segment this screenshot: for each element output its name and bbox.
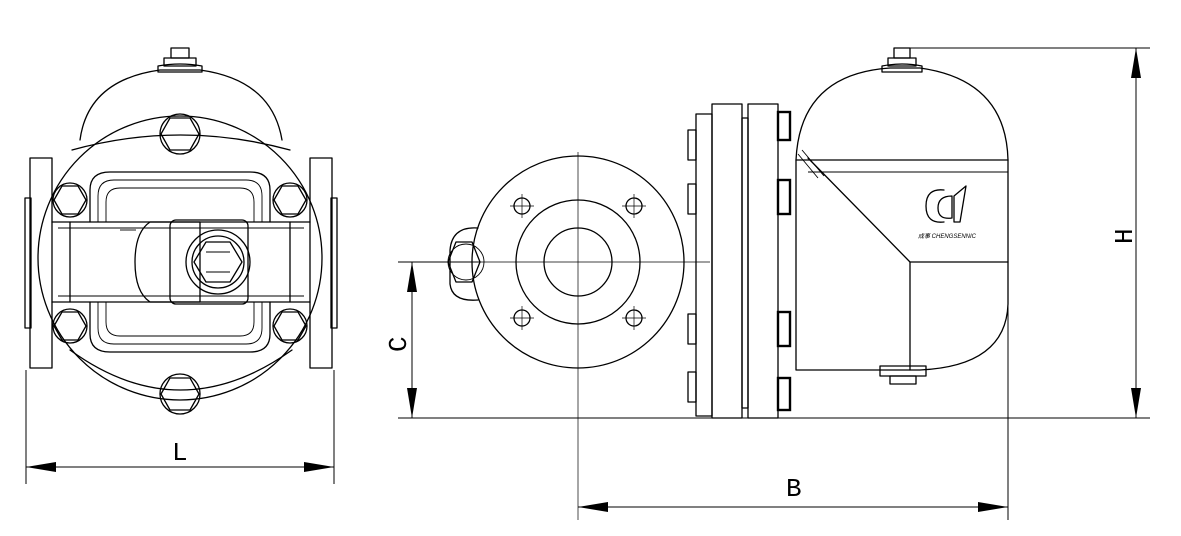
dimension-H: H <box>910 47 1150 418</box>
front-view: L <box>24 47 338 484</box>
front-flange-left <box>24 157 53 369</box>
front-side-bolts <box>52 182 308 344</box>
front-body-circle <box>37 115 323 401</box>
front-cover-dome <box>79 69 283 141</box>
brand-logo-text: 成事 CHENGSENNIC <box>918 232 977 240</box>
dimension-H-label: H <box>1110 228 1140 244</box>
dimension-C-label: C <box>384 336 414 352</box>
front-cage-frames <box>89 171 271 353</box>
side-bottom-bolt <box>879 365 927 385</box>
dimension-C: C <box>384 261 1150 419</box>
front-hex-bolt-top <box>159 113 201 155</box>
brand-logo: 成事 CHENGSENNIC <box>918 185 977 240</box>
dimension-B: B <box>578 304 1009 520</box>
front-body-pipe <box>51 221 311 303</box>
dimension-L-label: L <box>172 438 188 468</box>
front-central-boss <box>120 219 251 305</box>
dimension-B-label: B <box>786 474 802 504</box>
side-flange-plates <box>687 103 792 419</box>
front-flange-right <box>309 157 338 369</box>
side-view: 成事 CHENGSENNIC C B H <box>384 47 1150 520</box>
side-flange-bolt-holes <box>510 194 646 330</box>
front-hex-bolt-bottom <box>159 373 201 415</box>
side-top-bolt <box>881 47 923 73</box>
side-body <box>795 67 1009 371</box>
dimension-L: L <box>25 370 335 484</box>
side-plug <box>447 227 485 301</box>
front-top-bolt <box>157 47 203 73</box>
